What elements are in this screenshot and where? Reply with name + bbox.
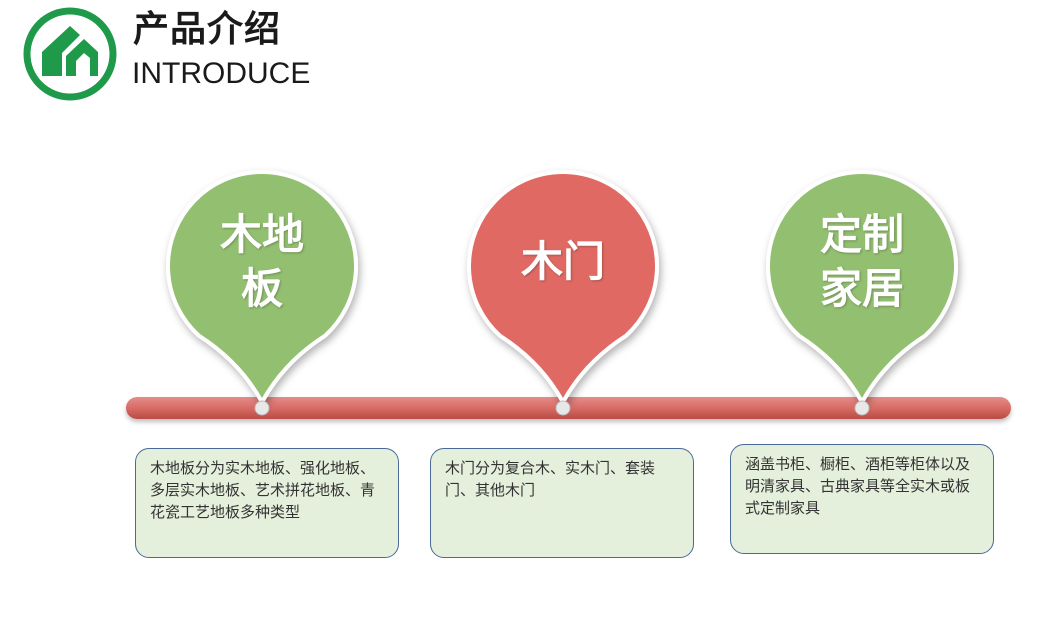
pin-marker-3 xyxy=(766,170,958,416)
company-logo-icon xyxy=(23,7,117,101)
pin-label-wood-floor: 木地 板 xyxy=(219,210,304,313)
pin-label-wood-door: 木门 xyxy=(520,237,605,286)
description-card-wood-floor: 木地板分为实木地板、强化地板、多层实木地板、艺术拼花地板、青花瓷工艺地板多种类型 xyxy=(135,448,399,558)
page-title: 产品介绍 xyxy=(133,9,282,50)
pin-marker-2 xyxy=(467,170,659,416)
page-subtitle: INTRODUCE xyxy=(132,57,311,90)
pin-marker-1 xyxy=(166,170,358,416)
description-card-wood-door: 木门分为复合木、实木门、套装门、其他木门 xyxy=(430,448,694,558)
description-card-custom-furniture: 涵盖书柜、橱柜、酒柜等柜体以及明清家具、古典家具等全实木或板式定制家具 xyxy=(730,444,994,554)
pin-label-custom-furniture: 定制 家居 xyxy=(819,210,904,313)
